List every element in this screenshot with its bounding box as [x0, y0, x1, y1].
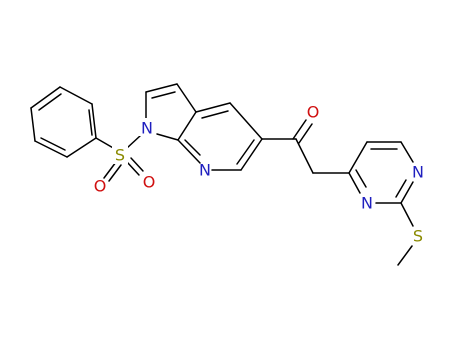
- atom-N1: N: [141, 119, 153, 138]
- bond-phenyl-inner-1: [38, 93, 62, 111]
- atom-O-ketone: O: [307, 103, 320, 122]
- bond-C4-C5: [229, 102, 263, 140]
- atom-N-pyrimidine-1: N: [412, 163, 424, 182]
- bond-phenyl-5: [34, 140, 68, 158]
- atom-N-pyrimidine-3: N: [361, 194, 373, 213]
- bond-C3a-C4: [195, 102, 231, 113]
- label-bg-S-sulfonyl: [112, 146, 128, 164]
- bond-phenyl-3: [91, 103, 97, 139]
- bond-S-N1: [126, 135, 141, 149]
- bond-S-O2b: [130, 157, 144, 172]
- bond-C7a-N1: [156, 133, 179, 141]
- bond-phenyl-2: [59, 86, 93, 105]
- bond-pm-C6-N1: [400, 141, 414, 163]
- bond-phenyl-S: [95, 137, 116, 150]
- bond-C3a-C7a: [177, 111, 197, 141]
- bonds: [30, 83, 414, 266]
- atom-S-methylthio: S: [413, 227, 423, 246]
- bond-pm-C2-S: [400, 202, 414, 227]
- bond-pm-N1-C2-inner: [395, 179, 407, 198]
- bond-phenyl-6: [30, 107, 36, 142]
- bond-C2-C3-inner: [151, 91, 176, 99]
- bond-phenyl-inner-2: [88, 109, 93, 136]
- bond-phenyl-4: [66, 137, 97, 158]
- bond-C5-C6: [240, 138, 263, 171]
- atom-O-sulfonyl-2: O: [143, 173, 156, 192]
- bond-C3-C3a: [176, 83, 197, 113]
- atom-N-pyridine: N: [199, 161, 211, 180]
- bond-phenyl-inner-3: [40, 137, 66, 151]
- bond-pm-N1-C2: [400, 181, 414, 204]
- atom-S-sulfonyl: S: [115, 146, 125, 165]
- atom-labels: N S O O N O N N S: [94, 103, 424, 246]
- bond-S-O1: [103, 161, 117, 179]
- bond-S-CH3: [397, 245, 413, 266]
- bond-C5-C6-inner: [236, 139, 255, 165]
- bond-carbonyl-O: [292, 119, 307, 140]
- bond-S-O2: [126, 161, 140, 176]
- label-bg-N1: [138, 118, 156, 136]
- bond-phenyl-1: [30, 86, 61, 109]
- bond-N7-C7a: [177, 139, 201, 164]
- atom-O-sulfonyl-1: O: [94, 177, 107, 196]
- bond-carbonyl-O-inner: [298, 123, 313, 144]
- bond-C2-C3: [145, 83, 178, 93]
- bond-pm-N3-C4: [348, 172, 361, 194]
- bond-N7-C7a-inner: [184, 139, 201, 156]
- bond-carbonyl-CH2: [295, 138, 314, 174]
- bond-pm-N3-C4-inner: [355, 169, 367, 188]
- bond-C3a-C4-inner: [201, 110, 229, 119]
- bond-S-O1b: [108, 164, 122, 182]
- bond-pm-C4-C5: [348, 141, 368, 174]
